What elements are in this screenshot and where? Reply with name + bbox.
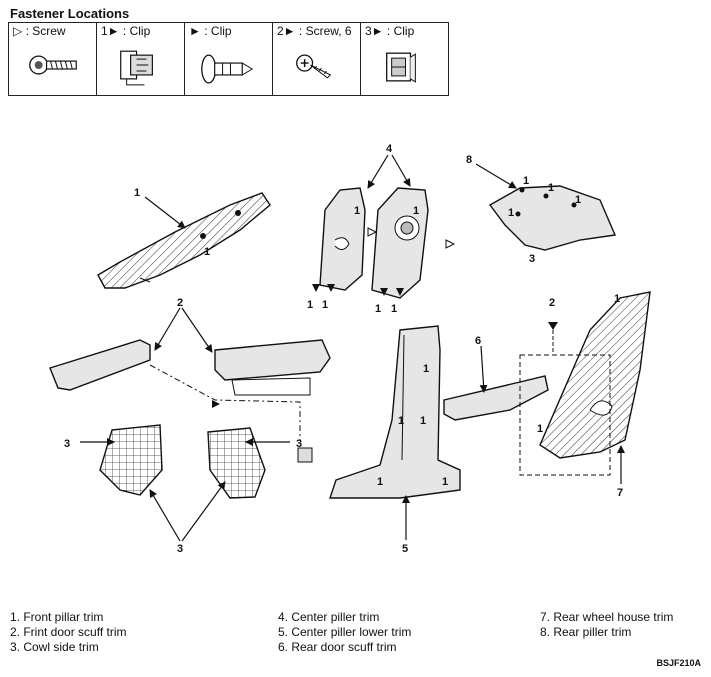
screw-marker-icon <box>445 239 456 249</box>
callout-1: 1 <box>398 415 404 427</box>
clip-marker-icon <box>380 288 388 296</box>
clip-icon <box>120 50 153 86</box>
tapping-screw-icon <box>296 54 332 79</box>
rear-wheel-house-trim <box>539 291 651 459</box>
callout-2: 2 <box>177 297 183 309</box>
legend-item: 3. Cowl side trim <box>10 640 99 654</box>
square-clip-icon <box>386 52 416 83</box>
rear-door-scuff-trim <box>443 375 549 421</box>
callout-1: 1 <box>307 299 313 311</box>
fastener-symbol: ► <box>189 24 201 38</box>
fastener-label: : Clip <box>122 24 151 38</box>
callout-5: 5 <box>402 543 408 555</box>
callout-3: 3 <box>529 253 535 265</box>
fastener-cell-screw: ▷ : Screw <box>9 23 97 95</box>
callout-1: 1 <box>423 363 429 375</box>
callout-1: 1 <box>375 303 381 315</box>
callout-6: 6 <box>475 335 481 347</box>
callout-3: 3 <box>296 438 302 450</box>
callout-7: 7 <box>617 487 623 499</box>
cowl-side-trim <box>99 424 313 499</box>
callout-1: 1 <box>377 476 383 488</box>
front-pillar-trim <box>97 192 271 289</box>
fastener-cell-clip-1: 1► : Clip <box>97 23 185 95</box>
callout-4: 4 <box>386 143 393 155</box>
callout-3: 3 <box>64 438 70 450</box>
legend-item: 8. Rear piller trim <box>540 625 632 639</box>
legend-item: 4. Center piller trim <box>278 610 380 624</box>
legend-column-3: 7. Rear wheel house trim 8. Rear piller … <box>540 610 673 640</box>
legend-item: 5. Center piller lower trim <box>278 625 412 639</box>
clip-marker-icon <box>396 288 404 296</box>
callout-1: 1 <box>354 205 360 217</box>
center-pillar-lower-trim <box>329 325 461 499</box>
callout-1: 1 <box>391 303 397 315</box>
screw-icon <box>29 55 77 75</box>
trim-exploded-diagram: 1 1 4 1 1 1 1 1 1 8 1 1 1 1 3 2 <box>49 143 651 555</box>
callout-3: 3 <box>177 543 183 555</box>
fastener-cell-clip-3: 3► : Clip <box>361 23 448 95</box>
callout-1: 1 <box>134 187 140 199</box>
figure-code: BSJF210A <box>656 658 701 668</box>
legend-item: 1. Front pillar trim <box>10 610 104 624</box>
legend-item: 7. Rear wheel house trim <box>540 610 674 624</box>
legend-column-2: 4. Center piller trim 5. Center piller l… <box>278 610 411 655</box>
front-door-scuff-trim <box>49 339 331 396</box>
callout-1: 1 <box>548 182 554 194</box>
fastener-label: : Clip <box>386 24 415 38</box>
callout-2: 2 <box>549 297 555 309</box>
legend-item: 2. Frint door scuff trim <box>10 625 127 639</box>
page-title: Fastener Locations <box>10 6 130 21</box>
screw-marker-icon <box>548 322 558 330</box>
callout-8: 8 <box>466 154 472 166</box>
callout-1-clip: 1 <box>204 246 210 258</box>
callout-1: 1 <box>420 415 426 427</box>
callout-1: 1 <box>322 299 328 311</box>
rear-pillar-trim <box>488 185 617 251</box>
fastener-label: : Clip <box>204 24 232 38</box>
center-pillar-trim <box>319 187 429 299</box>
fastener-label: : Screw <box>25 24 66 38</box>
fastener-legend-table: ▷ : Screw 1► : Clip ► : Clip 2► : Screw,… <box>8 22 449 96</box>
callout-1: 1 <box>575 194 581 206</box>
screw-marker-icon <box>367 227 378 237</box>
legend-column-1: 1. Front pillar trim 2. Frint door scuff… <box>10 610 126 655</box>
legend-item: 6. Rear door scuff trim <box>278 640 397 654</box>
clip-marker-icon <box>327 284 335 292</box>
fastener-label: : Screw, 6 <box>298 24 352 38</box>
callout-1: 1 <box>413 205 419 217</box>
clip-marker-icon <box>312 284 320 292</box>
fastener-symbol: 1► <box>101 24 120 38</box>
callout-1: 1 <box>537 423 543 435</box>
callout-1: 1 <box>508 207 514 219</box>
callout-1: 1 <box>523 175 529 187</box>
callout-1: 1 <box>614 293 620 305</box>
fastener-cell-clip-2: ► : Clip <box>185 23 273 95</box>
fastener-symbol: ▷ <box>13 24 23 38</box>
fastener-symbol: 3► <box>365 24 384 38</box>
push-clip-icon <box>201 54 254 84</box>
clip-marker-icon <box>212 400 220 408</box>
callout-1: 1 <box>442 476 448 488</box>
fastener-cell-screw-6: 2► : Screw, 6 <box>273 23 361 95</box>
fastener-symbol: 2► <box>277 24 296 38</box>
